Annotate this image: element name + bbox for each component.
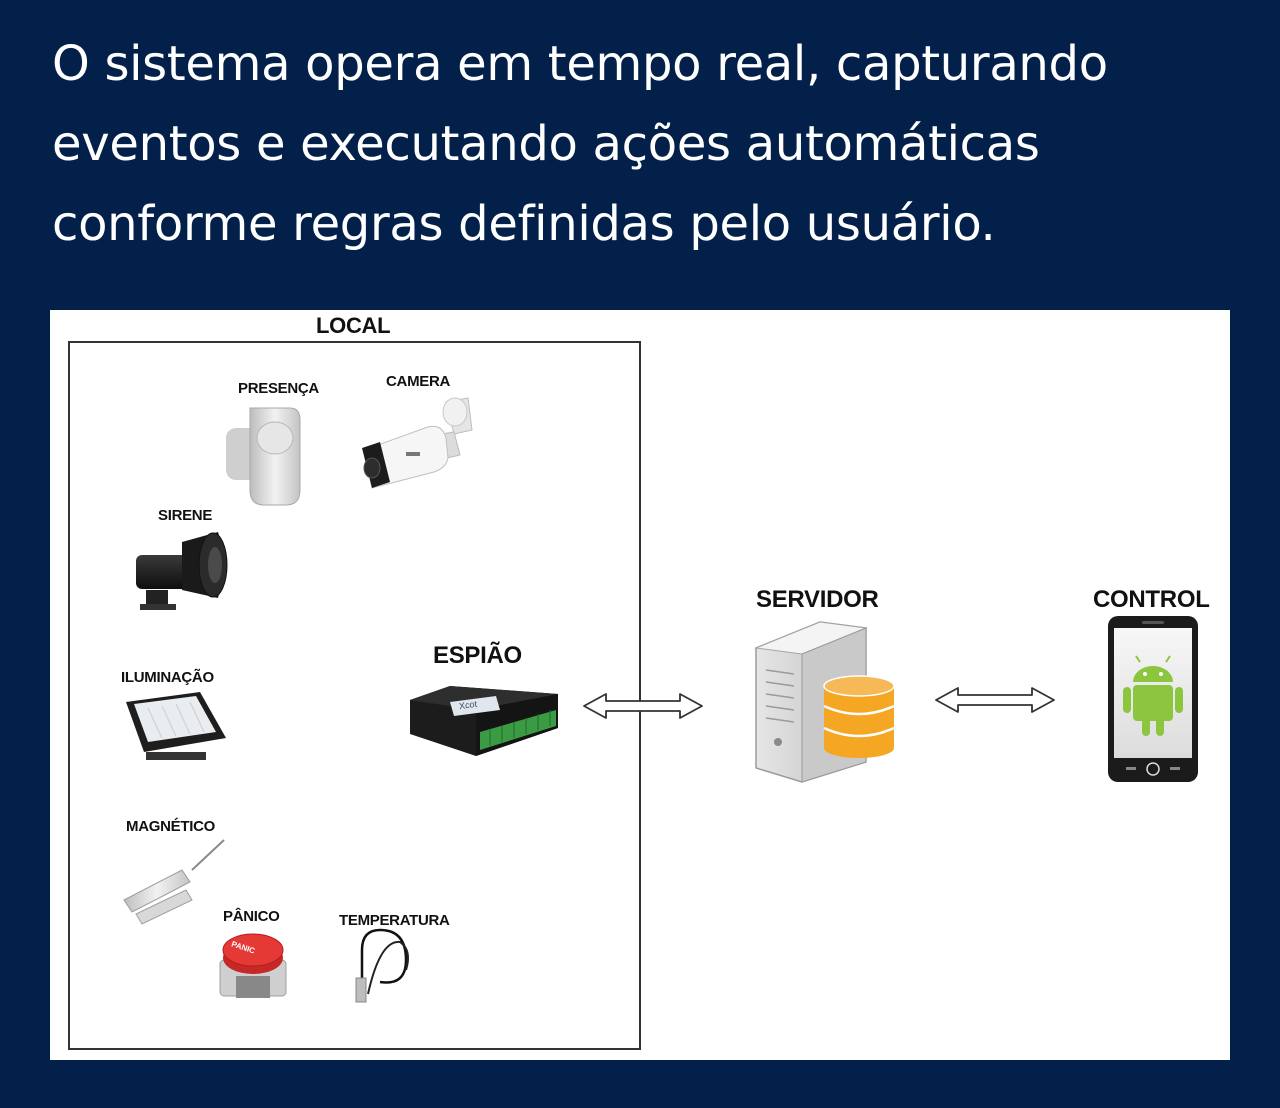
floodlight-icon [126,692,226,760]
label-presenca: PRESENÇA [238,380,319,397]
siren-icon [136,532,228,610]
temperature-probe-icon [355,928,409,1003]
architecture-diagram: LOCAL PRESENÇA CAMERA SIRENE ILUMINAÇÃO … [50,310,1230,1060]
double-arrow-icon [583,693,703,719]
label-servidor: SERVIDOR [756,586,879,613]
local-title: LOCAL [316,313,391,338]
headline-line-1: O sistema opera em tempo real, capturand… [52,36,1108,92]
android-icon [1123,655,1183,736]
magnetic-sensor-icon [123,839,225,925]
panic-button-icon [219,933,287,998]
label-espiao: ESPIÃO [433,642,522,669]
label-magnetico: MAGNÉTICO [126,818,215,835]
label-sirene: SIRENE [158,507,213,524]
label-camera: CAMERA [386,373,451,390]
camera-icon [362,397,473,489]
database-icon [823,675,895,758]
label-control: CONTROL [1093,586,1210,613]
headline-line-2: eventos e executando ações automáticas [52,116,1040,172]
double-arrow-icon [935,687,1055,713]
espiao-device-icon [410,686,558,756]
label-panico: PÂNICO [223,908,280,925]
headline-line-3: conforme regras definidas pelo usuário. [52,196,996,252]
diagram-graphics [123,397,1198,1003]
local-boundary-box [68,341,641,1050]
label-temperatura: TEMPERATURA [339,912,450,929]
motion-sensor-icon [226,407,301,506]
label-iluminacao: ILUMINAÇÃO [121,669,214,686]
headline: O sistema opera em tempo real, capturand… [52,24,1232,264]
